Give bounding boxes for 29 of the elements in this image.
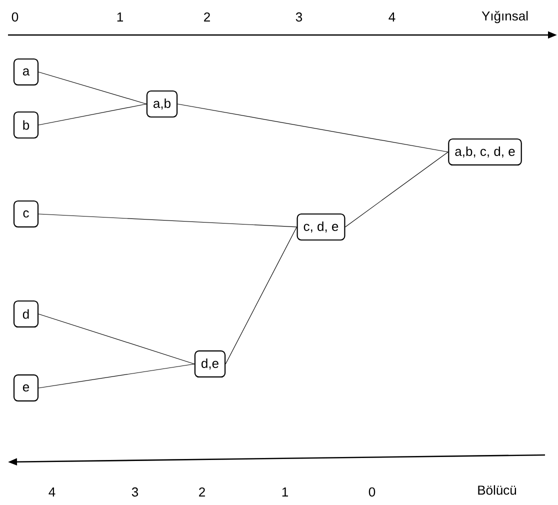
node-box: a,b, c, d, e bbox=[448, 138, 522, 166]
connector-line bbox=[38, 214, 298, 228]
node-box: c, d, e bbox=[296, 213, 346, 241]
axis-label: 0 bbox=[368, 487, 376, 497]
axis-label: 3 bbox=[296, 12, 302, 22]
connector-line bbox=[38, 364, 195, 388]
connector-line bbox=[225, 226, 298, 364]
axis-label: 2 bbox=[199, 487, 205, 497]
axis-label: 1 bbox=[117, 12, 123, 22]
node-box: d,e bbox=[194, 350, 226, 378]
connector-line bbox=[38, 72, 147, 104]
node-box: c bbox=[13, 200, 39, 228]
axis-label: 1 bbox=[282, 488, 288, 496]
node-box: e bbox=[13, 374, 39, 402]
connector-line bbox=[38, 314, 195, 364]
connector-line bbox=[38, 104, 147, 126]
connector-line bbox=[344, 152, 448, 228]
axis-label: 3 bbox=[132, 487, 138, 497]
connector-line bbox=[177, 104, 448, 152]
axis-label: 4 bbox=[48, 488, 56, 496]
axis-label: Bölücü bbox=[478, 485, 516, 495]
node-box: d bbox=[13, 300, 39, 328]
node-box: b bbox=[13, 111, 39, 139]
node-box: a bbox=[13, 58, 39, 86]
axis-label: Yığınsal bbox=[482, 10, 528, 24]
axis-label: 0 bbox=[12, 12, 18, 22]
node-box: a,b bbox=[146, 90, 178, 118]
axis-label: 2 bbox=[204, 12, 210, 22]
axis-label: 4 bbox=[388, 12, 396, 22]
